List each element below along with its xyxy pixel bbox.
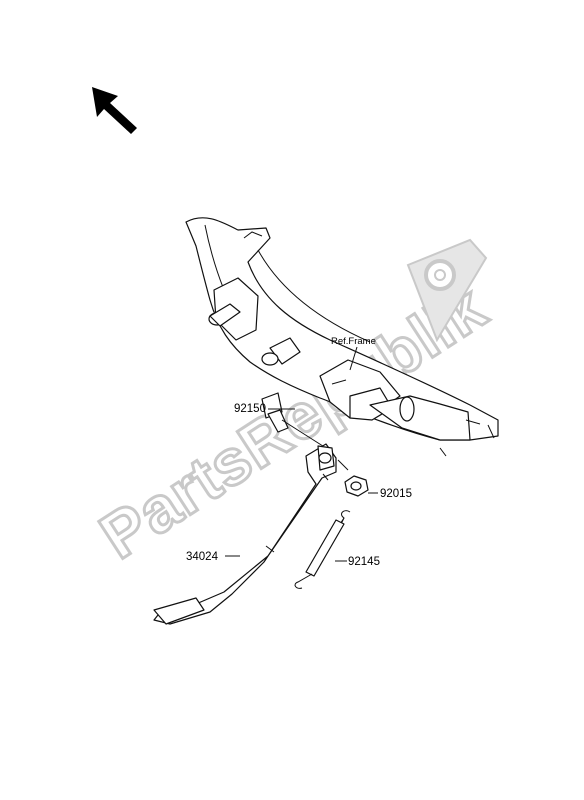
part-number-92145: 92145: [348, 556, 380, 568]
gear-icon: [406, 238, 488, 343]
arrow-up-left-icon: [92, 87, 137, 134]
spring-92145[interactable]: [294, 510, 351, 589]
ref-frame-label: Ref.Frame: [331, 336, 376, 347]
bolt-92150[interactable]: [261, 392, 327, 449]
nut-92015[interactable]: [337, 459, 378, 497]
side-stand-34024[interactable]: [153, 443, 337, 625]
part-number-92015: 92015: [380, 488, 412, 500]
ref-frame-leader: [349, 346, 358, 371]
part-number-34024: 34024: [186, 551, 219, 563]
frame-drawing: [185, 217, 499, 457]
part-number-92150: 92150: [234, 403, 266, 415]
